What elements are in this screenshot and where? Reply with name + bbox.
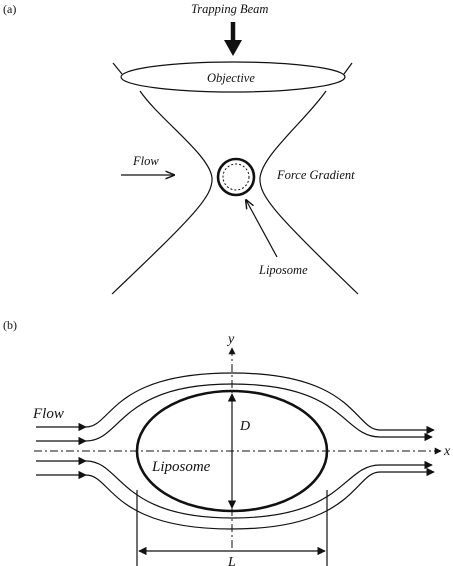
objective-lens [120, 61, 346, 93]
x-axis-label: x [443, 444, 451, 459]
objective-edge-left [112, 62, 123, 75]
beam-outline-right [259, 90, 359, 295]
panel-b-label: (b) [3, 318, 17, 332]
force-gradient-label: Force Gradient [276, 168, 355, 182]
trapped-liposome [216, 157, 256, 197]
liposome-label-b: Liposome [151, 459, 211, 475]
beam-outline-left [111, 90, 213, 295]
panel-a: (a) Trapping Beam Objective Flow Force G… [3, 2, 359, 295]
objective-label: Objective [207, 71, 255, 85]
streamline-lower-outer [85, 467, 435, 530]
panel-a-label: (a) [3, 2, 16, 16]
liposome-ellipse [135, 389, 329, 513]
liposome-label-a: Liposome [258, 263, 308, 277]
dimension-l-label: L [227, 555, 236, 566]
streamline-lower-inner [85, 460, 433, 519]
y-axis-label: y [226, 332, 235, 347]
objective-edge-right [343, 62, 353, 75]
streamline-upper-outer [85, 372, 435, 435]
liposome-pointer-arrow [246, 200, 278, 258]
streamline-upper-inner [85, 383, 433, 442]
panel-b: (b) y x Flow D Liposome L [3, 318, 451, 566]
liposome-inner-dotted [222, 163, 250, 191]
flow-label-a: Flow [132, 154, 159, 168]
flow-label-b: Flow [32, 406, 64, 422]
trapping-beam-arrow [224, 22, 242, 56]
trapping-beam-label: Trapping Beam [191, 2, 268, 16]
dimension-d-label: D [239, 419, 250, 434]
